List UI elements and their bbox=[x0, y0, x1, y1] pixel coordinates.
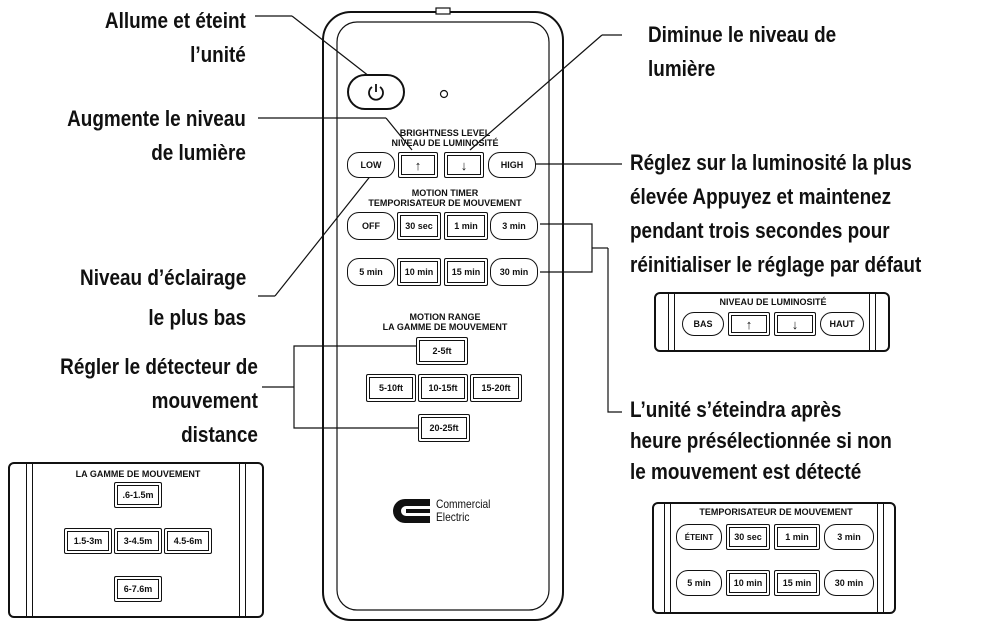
timer-1min-button[interactable]: 1 min bbox=[444, 212, 488, 240]
inset-up-button[interactable]: ↑ bbox=[728, 312, 770, 336]
inset-timer-10min-button[interactable]: 10 min bbox=[726, 570, 770, 596]
inset-timer-15min-button[interactable]: 15 min bbox=[774, 570, 820, 596]
power-icon bbox=[368, 84, 384, 101]
high-button[interactable]: HIGH bbox=[488, 152, 536, 178]
led-indicator bbox=[439, 89, 449, 99]
timer-30min-button[interactable]: 30 min bbox=[490, 258, 538, 286]
inset-range-3-4.5m-button[interactable]: 3-4.5m bbox=[114, 528, 162, 554]
inset-range-6-7.6m-button[interactable]: 6-7.6m bbox=[114, 576, 162, 602]
timer-15min-button[interactable]: 15 min bbox=[444, 258, 488, 286]
inset-range-1.5-3m-button[interactable]: 1.5-3m bbox=[64, 528, 112, 554]
inset-timer-3min-button[interactable]: 3 min bbox=[824, 524, 874, 550]
inset-timer-label: TEMPORISATEUR DE MOUVEMENT bbox=[699, 507, 853, 517]
range-15-20ft-button[interactable]: 15-20ft bbox=[470, 374, 522, 402]
timer-10min-button[interactable]: 10 min bbox=[397, 258, 441, 286]
range-2-5ft-button[interactable]: 2-5ft bbox=[416, 337, 468, 365]
brand-name-line1: Commercial bbox=[436, 497, 491, 511]
commercial-electric-logo-icon bbox=[393, 499, 430, 523]
timer-30sec-button[interactable]: 30 sec bbox=[397, 212, 441, 240]
inset-range-label: LA GAMME DE MOUVEMENT bbox=[75, 469, 201, 479]
inset-timer-5min-button[interactable]: 5 min bbox=[676, 570, 722, 596]
remote-inner-edge bbox=[336, 21, 550, 611]
power-button[interactable] bbox=[347, 74, 405, 110]
brand-logo: Commercial Electric bbox=[392, 498, 500, 524]
inset-timer-french: TEMPORISATEUR DE MOUVEMENT ÉTEINT 30 sec… bbox=[652, 502, 896, 614]
inset-bas-button[interactable]: BAS bbox=[682, 312, 724, 336]
inset-eteint-button[interactable]: ÉTEINT bbox=[676, 524, 722, 550]
inset-timer-1min-button[interactable]: 1 min bbox=[774, 524, 820, 550]
range-20-25ft-button[interactable]: 20-25ft bbox=[418, 414, 470, 442]
brightness-up-button[interactable]: ↑ bbox=[398, 152, 438, 178]
inset-timer-30min-button[interactable]: 30 min bbox=[824, 570, 874, 596]
inset-brightness-french: NIVEAU DE LUMINOSITÉ BAS ↑ ↓ HAUT bbox=[654, 292, 890, 352]
inset-timer-30sec-button[interactable]: 30 sec bbox=[726, 524, 770, 550]
inset-range-metric: LA GAMME DE MOUVEMENT .6-1.5m 1.5-3m 3-4… bbox=[8, 462, 264, 618]
range-10-15ft-button[interactable]: 10-15ft bbox=[418, 374, 468, 402]
timer-3min-button[interactable]: 3 min bbox=[490, 212, 538, 240]
inset-range-0.6-1.5m-button[interactable]: .6-1.5m bbox=[114, 482, 162, 508]
range-5-10ft-button[interactable]: 5-10ft bbox=[366, 374, 416, 402]
brightness-down-button[interactable]: ↓ bbox=[444, 152, 484, 178]
low-button[interactable]: LOW bbox=[347, 152, 395, 178]
inset-brightness-label: NIVEAU DE LUMINOSITÉ bbox=[719, 297, 827, 307]
timer-off-button[interactable]: OFF bbox=[347, 212, 395, 240]
inset-down-button[interactable]: ↓ bbox=[774, 312, 816, 336]
inset-range-4.5-6m-button[interactable]: 4.5-6m bbox=[164, 528, 212, 554]
timer-5min-button[interactable]: 5 min bbox=[347, 258, 395, 286]
brand-name-line2: Electric bbox=[436, 510, 470, 524]
inset-haut-button[interactable]: HAUT bbox=[820, 312, 864, 336]
